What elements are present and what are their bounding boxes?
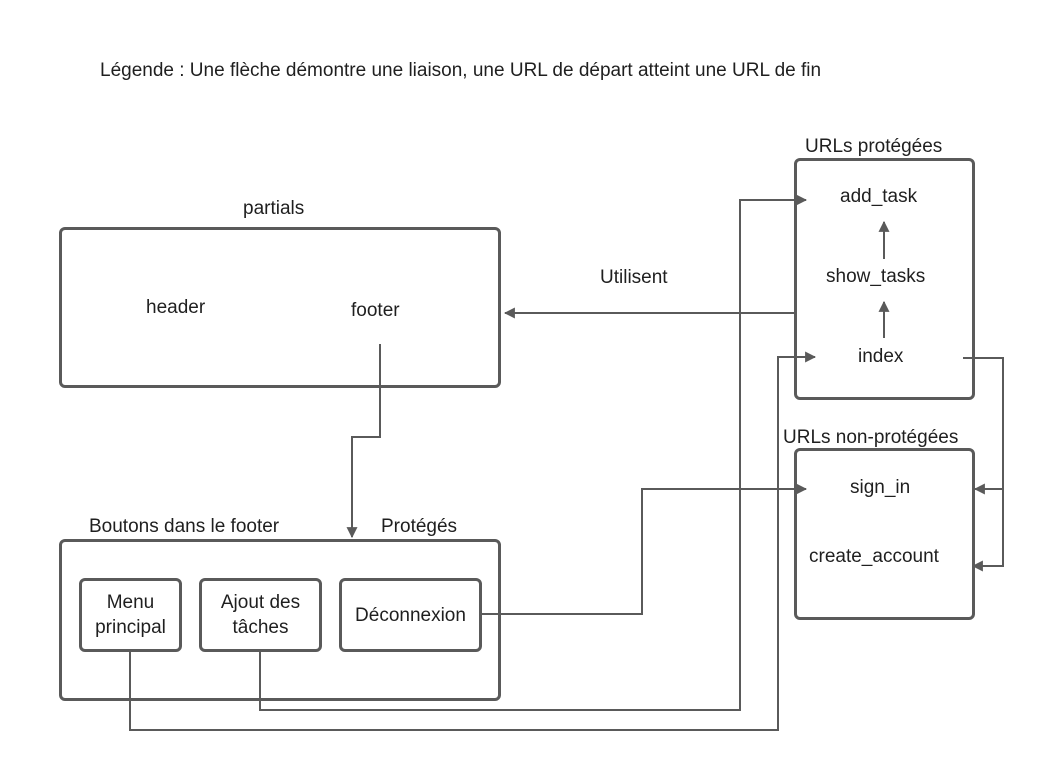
button-deconnexion[interactable]: Déconnexion [339, 578, 482, 652]
arrow-ajout-taches-to-add-task [259, 194, 808, 711]
partials-title: partials [243, 198, 305, 219]
edge-label-utilisent: Utilisent [600, 267, 668, 288]
partials-box [59, 227, 501, 388]
arrow-index-to-create-account [971, 489, 1004, 572]
url-sign-in: sign_in [850, 477, 911, 498]
url-add-task: add_task [840, 186, 918, 207]
partials-item-header: header [146, 297, 206, 318]
arrow-menu-principal-to-index [129, 351, 817, 731]
arrow-deconnexion-to-sign-in [480, 483, 808, 615]
protected-label: Protégés [381, 516, 458, 537]
arrow-footer-to-buttons [346, 344, 381, 539]
url-index: index [858, 346, 904, 367]
url-create-account: create_account [809, 546, 939, 567]
footer-buttons-box [59, 539, 501, 701]
button-menu-principal[interactable]: Menu principal [79, 578, 182, 652]
button-ajout-taches[interactable]: Ajout des tâches [199, 578, 322, 652]
legend-text: Légende : Une flèche démontre une liaiso… [100, 60, 822, 81]
protected-urls-title: URLs protégées [805, 136, 943, 157]
arrow-index-to-sign-in [963, 357, 1004, 495]
unprotected-urls-box [794, 448, 975, 620]
protected-urls-box [794, 158, 975, 400]
footer-buttons-title: Boutons dans le footer [89, 516, 280, 537]
url-show-tasks: show_tasks [826, 266, 926, 287]
unprotected-urls-title: URLs non-protégées [783, 427, 959, 448]
partials-item-footer: footer [351, 300, 400, 321]
